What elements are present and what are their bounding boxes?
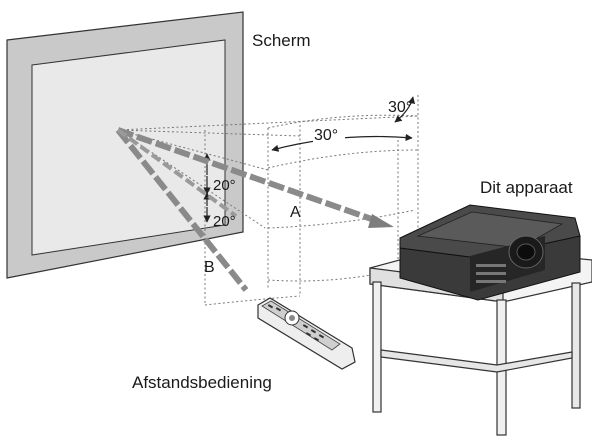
angle-label-bg [313, 126, 345, 142]
range-cone-guides [117, 95, 419, 306]
horizontal-angle-outer-label: 30° [388, 99, 412, 116]
remote-control [257, 297, 356, 370]
ray-a-label: A [290, 204, 301, 221]
ray-b [115, 128, 249, 292]
vertical-angle-upper-label: 20° [213, 177, 236, 194]
projector [399, 204, 581, 301]
device-label: Dit apparaat [480, 178, 573, 197]
horizontal-angle-inner-label: 30° [314, 127, 338, 144]
screen-label: Scherm [252, 31, 311, 50]
ray-a [117, 127, 394, 228]
remote-label: Afstandsbediening [132, 373, 272, 392]
vertical-angle-lower-label: 20° [213, 213, 236, 230]
ray-b-label: B [204, 259, 215, 276]
